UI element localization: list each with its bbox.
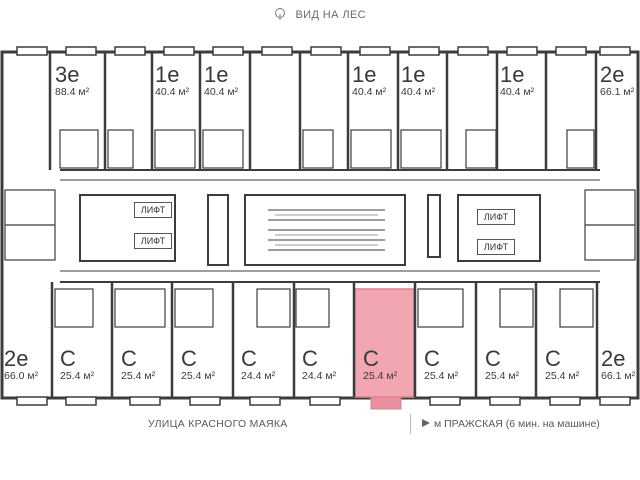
unit-type: 3e [55, 62, 80, 87]
apartment-studio[interactable]: C 25.4 м² [60, 348, 94, 383]
unit-type: C [241, 346, 257, 371]
unit-area: 40.4 м² [401, 86, 436, 98]
unit-type: 1e [500, 62, 525, 87]
unit-area: 40.4 м² [352, 86, 387, 98]
unit-area: 25.4 м² [363, 370, 398, 382]
highlighted-apartment [354, 288, 415, 398]
unit-type: C [181, 346, 197, 371]
apartment-1e[interactable]: 1e 40.4 м² [155, 64, 189, 99]
unit-area: 25.4 м² [424, 370, 459, 382]
unit-area: 66.1 м² [601, 370, 636, 382]
apartment-2e[interactable]: 2e 66.1 м² [601, 348, 635, 383]
apartment-1e[interactable]: 1e 40.4 м² [401, 64, 435, 99]
apartment-1e[interactable]: 1e 40.4 м² [204, 64, 238, 99]
unit-area: 40.4 м² [155, 86, 190, 98]
unit-area: 40.4 м² [500, 86, 535, 98]
apartment-studio[interactable]: C 25.4 м² [424, 348, 458, 383]
bottom-windows [16, 396, 631, 406]
stairs [268, 209, 385, 251]
unit-area: 24.4 м² [302, 370, 337, 382]
apartment-studio[interactable]: C 25.4 м² [485, 348, 519, 383]
unit-type: C [363, 346, 379, 371]
unit-type: 1e [352, 62, 377, 87]
unit-area: 66.1 м² [600, 86, 635, 98]
unit-type: 1e [204, 62, 229, 87]
unit-type: C [60, 346, 76, 371]
apartment-studio[interactable]: C 25.4 м² [545, 348, 579, 383]
top-windows [16, 46, 631, 56]
unit-area: 25.4 м² [121, 370, 156, 382]
unit-type: 1e [401, 62, 426, 87]
unit-type: C [121, 346, 137, 371]
apartment-2e[interactable]: 2e 66.0 м² [4, 348, 38, 383]
unit-area: 25.4 м² [485, 370, 520, 382]
unit-area: 88.4 м² [55, 86, 90, 98]
unit-area: 24.4 м² [241, 370, 276, 382]
unit-type: 1e [155, 62, 180, 87]
walls [0, 46, 640, 410]
unit-type: C [424, 346, 440, 371]
apartment-3e[interactable]: 3e 88.4 м² [55, 64, 89, 99]
unit-area: 25.4 м² [181, 370, 216, 382]
unit-type: 2e [600, 62, 625, 87]
apartment-studio[interactable]: C 25.4 м² [121, 348, 155, 383]
unit-area: 25.4 м² [545, 370, 580, 382]
unit-area: 40.4 м² [204, 86, 239, 98]
apartment-1e[interactable]: 1e 40.4 м² [500, 64, 534, 99]
apartment-studio-selected[interactable]: C 25.4 м² [363, 348, 397, 383]
unit-type: C [545, 346, 561, 371]
apartment-studio[interactable]: C 25.4 м² [181, 348, 215, 383]
apartment-studio[interactable]: C 24.4 м² [241, 348, 275, 383]
apartment-1e[interactable]: 1e 40.4 м² [352, 64, 386, 99]
unit-area: 66.0 м² [4, 370, 39, 382]
unit-type: 2e [601, 346, 626, 371]
unit-type: C [485, 346, 501, 371]
unit-area: 25.4 м² [60, 370, 95, 382]
unit-type: C [302, 346, 318, 371]
apartment-studio[interactable]: C 24.4 м² [302, 348, 336, 383]
unit-type: 2e [4, 346, 29, 371]
apartment-2e[interactable]: 2e 66.1 м² [600, 64, 634, 99]
